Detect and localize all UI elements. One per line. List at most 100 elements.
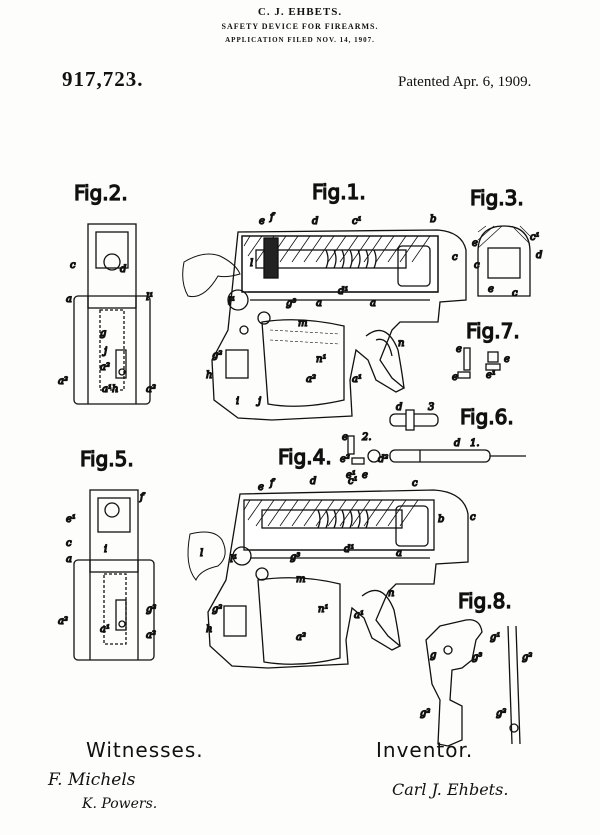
svg-text:e: e (472, 238, 478, 249)
svg-text:g³: g³ (290, 552, 300, 563)
svg-text:l: l (200, 548, 203, 559)
svg-text:a: a (66, 554, 72, 565)
fig2-label: Fig.2. (74, 181, 128, 205)
svg-text:a: a (396, 548, 402, 559)
fig6-label: Fig.6. (460, 405, 514, 429)
fig7-reference-letters: e e e e¹ (451, 343, 510, 383)
svg-text:g²: g² (212, 350, 222, 361)
svg-text:c: c (412, 478, 418, 489)
svg-text:a: a (66, 294, 72, 305)
fig8-label: Fig.8. (458, 589, 512, 613)
svg-text:g²: g² (146, 604, 156, 615)
svg-text:g²: g² (522, 652, 532, 663)
witness-signature-2: K. Powers. (82, 796, 158, 812)
fig4-label: Fig.4. (278, 445, 332, 469)
svg-text:d: d (396, 402, 402, 413)
svg-text:a¹: a¹ (352, 374, 362, 385)
svg-text:a²: a² (296, 632, 306, 643)
witnesses-heading: Witnesses. (86, 738, 204, 762)
fig7-drawing (457, 347, 501, 379)
svg-text:3: 3 (428, 402, 434, 413)
fig3-label: Fig.3. (470, 186, 524, 210)
svg-text:a²: a² (146, 630, 156, 641)
svg-text:f: f (139, 492, 146, 503)
svg-text:b: b (430, 214, 436, 225)
svg-text:l: l (250, 258, 253, 269)
witness-signature-1: F. Michels (48, 770, 136, 790)
svg-text:i: i (104, 544, 107, 555)
svg-text:a¹h: a¹h (102, 384, 118, 395)
svg-text:a²: a² (58, 616, 68, 627)
svg-text:e¹: e¹ (66, 514, 76, 525)
svg-text:g²: g² (496, 708, 506, 719)
svg-text:i: i (236, 396, 239, 407)
svg-text:a²: a² (146, 384, 156, 395)
svg-text:e: e (504, 354, 510, 365)
svg-text:f: f (269, 478, 276, 489)
fig2-drawing (73, 223, 151, 405)
svg-text:g: g (430, 650, 436, 661)
svg-text:g²: g² (212, 604, 222, 615)
patent-number: 917,723. (62, 67, 144, 91)
svg-text:a¹: a¹ (100, 624, 110, 635)
svg-text:n¹: n¹ (316, 354, 326, 365)
inventor-signature: Carl J. Ehbets. (392, 780, 509, 799)
svg-text:n¹: n¹ (318, 604, 328, 615)
svg-text:e: e (452, 372, 458, 383)
svg-text:c: c (70, 260, 76, 271)
fig4-drawing (187, 489, 469, 669)
svg-text:e: e (362, 470, 368, 481)
svg-text:c: c (452, 252, 458, 263)
fig1-label: Fig.1. (312, 180, 366, 204)
svg-text:j: j (102, 346, 107, 357)
fig1-drawing (182, 229, 467, 421)
svg-text:c: c (470, 512, 476, 523)
svg-text:d: d (312, 216, 318, 227)
inventor-name: C. J. EHBETS. (257, 6, 343, 18)
svg-text:g²: g² (420, 708, 430, 719)
svg-text:e: e (488, 284, 494, 295)
svg-text:l¹: l¹ (228, 296, 235, 307)
svg-text:n: n (398, 338, 404, 349)
svg-text:e: e (259, 216, 265, 227)
svg-text:d¹: d¹ (338, 286, 348, 297)
svg-text:d¹: d¹ (344, 544, 354, 555)
application-date: APPLICATION FILED NOV. 14, 1907. (225, 36, 375, 44)
svg-text:e²: e² (340, 454, 350, 465)
svg-text:d: d (536, 250, 542, 261)
svg-text:g¹: g¹ (490, 632, 500, 643)
svg-text:j: j (256, 396, 261, 407)
svg-text:g³: g³ (472, 652, 482, 663)
svg-text:c¹: c¹ (530, 232, 540, 243)
svg-text:1.: 1. (470, 438, 480, 449)
svg-text:a: a (316, 298, 322, 309)
inventor-heading: Inventor. (376, 738, 474, 762)
svg-text:e¹: e¹ (486, 370, 496, 381)
svg-text:l¹: l¹ (230, 554, 237, 565)
svg-text:f: f (269, 212, 276, 223)
svg-text:m: m (296, 574, 305, 585)
svg-text:c: c (66, 538, 72, 549)
svg-text:a²: a² (306, 374, 316, 385)
svg-text:e: e (258, 482, 264, 493)
fig7-label: Fig.7. (466, 319, 520, 343)
svg-text:d²: d² (378, 454, 388, 465)
svg-text:h: h (206, 370, 212, 381)
svg-text:c¹: c¹ (348, 476, 358, 487)
svg-text:e: e (456, 344, 462, 355)
svg-text:c: c (512, 288, 518, 299)
svg-text:a¹: a¹ (354, 610, 364, 621)
svg-text:d: d (120, 264, 126, 275)
svg-text:n: n (388, 588, 394, 599)
svg-text:e¹: e¹ (346, 470, 356, 481)
fig6-drawing (389, 409, 526, 463)
svg-text:a: a (370, 298, 376, 309)
svg-text:g: g (100, 328, 106, 339)
fig5-reference-letters: f e¹ ca i a² a¹ g² a² (57, 491, 157, 641)
